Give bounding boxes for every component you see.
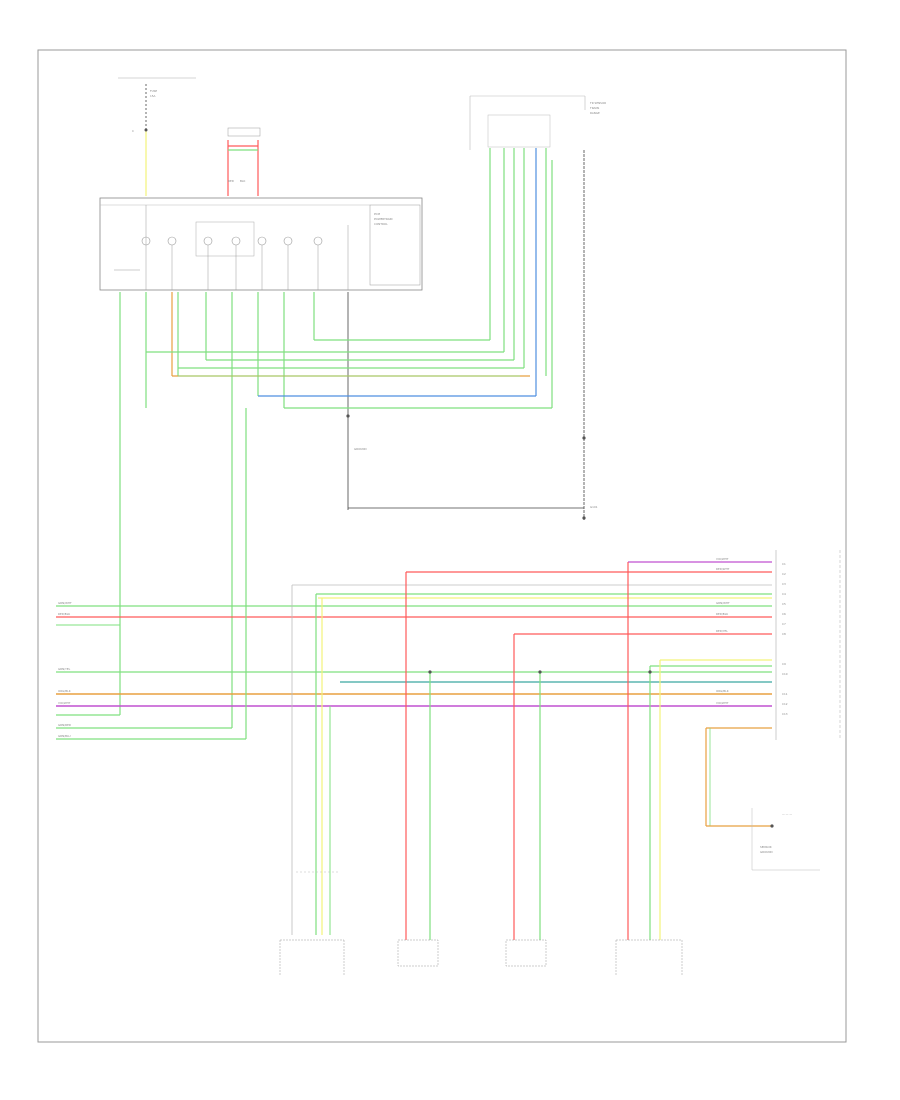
pcm-output-pins [119, 292, 349, 728]
lower-harness [56, 408, 772, 740]
svg-text:C8: C8 [782, 632, 786, 636]
svg-text:VIO/WHT: VIO/WHT [716, 557, 729, 561]
svg-text:C7: C7 [782, 622, 786, 626]
svg-text:C6: C6 [782, 612, 786, 616]
bottom-sensor-1 [279, 585, 345, 975]
svg-text:C5: C5 [782, 602, 786, 606]
svg-text:C11: C11 [782, 692, 788, 696]
svg-text:15A: 15A [150, 94, 156, 98]
svg-text:— — —: — — — [782, 812, 792, 816]
pcm-module: PCM POWERTRAIN CONTROL [99, 197, 423, 291]
svg-text:GRN/YEL: GRN/YEL [58, 667, 71, 671]
svg-text:RED/WHT: RED/WHT [716, 567, 730, 571]
top-right-sensor: TR SENSOR TRANS RANGE [469, 95, 606, 520]
top-center-loop: RED BLK [227, 127, 261, 196]
svg-text:BLK: BLK [240, 179, 245, 183]
svg-text:VIO/WHT: VIO/WHT [58, 701, 71, 705]
svg-text:G101: G101 [590, 505, 598, 509]
svg-text:C1: C1 [782, 562, 786, 566]
right-module: C1 C2 C3 C4 C5 C6 C7 C8 C9 C10 C11 C12 C… [775, 550, 841, 740]
svg-text:C3: C3 [782, 582, 786, 586]
svg-text:GRN/WHT: GRN/WHT [58, 601, 72, 605]
diagram-frame [37, 49, 847, 1043]
bottom-sensor-2 [397, 572, 439, 967]
ground-bus: G101 GROUND [346, 414, 598, 520]
svg-text:CONTROL: CONTROL [374, 222, 388, 226]
bottom-sensor-3 [505, 634, 547, 967]
bottom-right-unit: — — — SENSOR GROUND [705, 728, 820, 871]
svg-text:RED/BLK: RED/BLK [716, 612, 728, 616]
svg-text:RED/YEL: RED/YEL [716, 629, 728, 633]
svg-text:FUSE: FUSE [150, 89, 157, 93]
svg-text:C: C [132, 129, 134, 133]
svg-text:RED: RED [228, 179, 234, 183]
pcm-to-right-harness [146, 339, 552, 409]
svg-text:C4: C4 [782, 592, 786, 596]
svg-text:GRN/WHT: GRN/WHT [716, 601, 730, 605]
top-left-feed: FUSE 15A C [118, 77, 196, 196]
svg-text:C10: C10 [782, 672, 788, 676]
svg-text:C9: C9 [782, 662, 786, 666]
svg-text:C12: C12 [782, 702, 788, 706]
svg-text:VIO/WHT: VIO/WHT [716, 701, 729, 705]
svg-text:POWERTRAIN: POWERTRAIN [374, 217, 393, 221]
svg-text:GROUND: GROUND [760, 850, 773, 854]
pcm-internal-symbols [114, 205, 349, 290]
svg-text:GRN/BLU: GRN/BLU [58, 734, 71, 738]
svg-text:ORG/BLK: ORG/BLK [58, 689, 71, 693]
svg-text:RED/BLK: RED/BLK [58, 612, 70, 616]
svg-text:PCM: PCM [374, 212, 381, 216]
svg-text:RANGE: RANGE [590, 111, 600, 115]
svg-text:C13: C13 [782, 712, 788, 716]
svg-text:TR SENSOR: TR SENSOR [589, 101, 606, 105]
bottom-sensor-4 [615, 562, 683, 975]
svg-text:GRN/RED: GRN/RED [58, 723, 71, 727]
svg-text:GROUND: GROUND [354, 447, 367, 451]
svg-text:ORG/BLK: ORG/BLK [716, 689, 729, 693]
svg-text:TRANS: TRANS [589, 106, 600, 110]
wire-label-blocks: GRN/WHT RED/BLK GRN/YEL ORG/BLK VIO/WHT … [58, 557, 730, 738]
svg-text:C2: C2 [782, 572, 786, 576]
svg-text:SENSOR: SENSOR [760, 845, 772, 849]
